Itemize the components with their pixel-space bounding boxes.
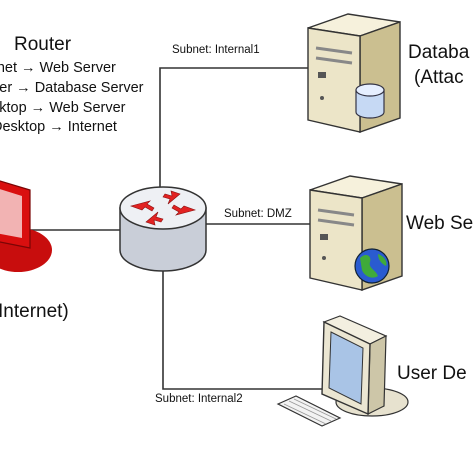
subnet-internal1-label: Subnet: Internal1 xyxy=(172,44,260,56)
link-internal1 xyxy=(159,67,308,194)
user-desktop-icon xyxy=(276,315,409,427)
connection-lines xyxy=(25,67,323,390)
internet-label: Internet) xyxy=(0,301,69,322)
database-server-icon xyxy=(307,13,401,133)
database-server-label: Databa xyxy=(408,42,470,63)
user-desktop-label: User De xyxy=(397,363,467,384)
router-icon xyxy=(119,186,207,272)
web-server-label: Web Se xyxy=(406,213,474,234)
router-rule-4: Desktop → Internet xyxy=(0,119,117,135)
database-server-sublabel: (Attac xyxy=(414,67,464,88)
internet-icon xyxy=(0,180,52,272)
web-server-icon xyxy=(309,175,403,291)
router-rule-3: sktop → Web Server xyxy=(0,100,126,116)
router-rule-2: ver → Database Server xyxy=(0,80,144,96)
subnet-dmz-label: Subnet: DMZ xyxy=(224,208,292,220)
router-title: Router xyxy=(14,34,72,55)
link-internal2 xyxy=(162,252,323,390)
subnet-internal2-label: Subnet: Internal2 xyxy=(155,393,243,405)
router-rule-1: rnet → Web Server xyxy=(0,60,116,76)
